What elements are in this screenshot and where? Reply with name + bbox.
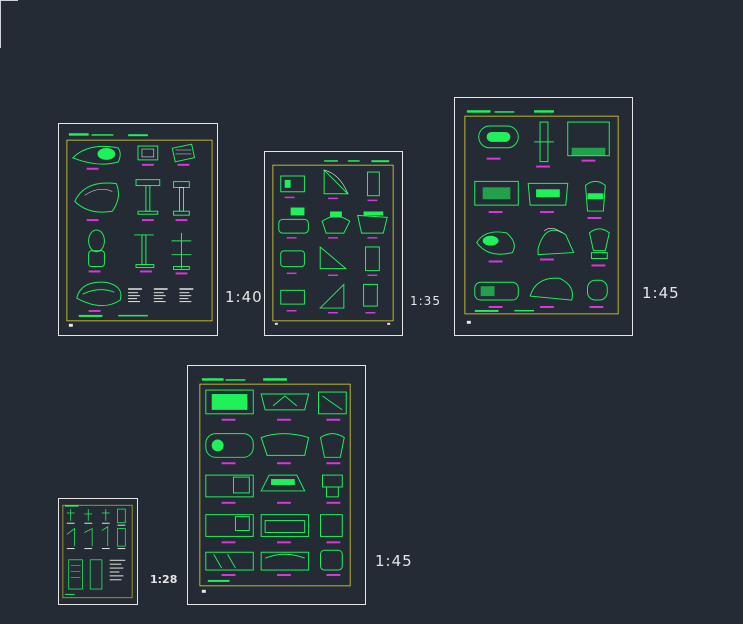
sheet-3-drawing <box>464 110 619 324</box>
sheet-4-drawing <box>62 504 133 599</box>
sheet-1-drawing <box>66 133 213 327</box>
sheet-2-drawing <box>272 160 394 325</box>
scale-label-sheet-1: 1:40 <box>225 288 263 306</box>
ucs-corner-marker <box>0 0 18 48</box>
scale-label-sheet-3: 1:45 <box>642 284 680 302</box>
scale-label-sheet-5: 1:45 <box>375 552 413 570</box>
drawing-sheet-4[interactable] <box>58 498 138 605</box>
scale-label-sheet-4: 1:28 <box>150 573 178 586</box>
drawing-sheet-5[interactable] <box>187 365 366 605</box>
scale-label-sheet-2: 1:35 <box>410 294 441 308</box>
sheet-5-drawing <box>199 378 351 593</box>
drawing-sheet-3[interactable] <box>454 97 633 336</box>
drawing-sheet-2[interactable] <box>264 151 403 336</box>
drawing-sheet-1[interactable] <box>58 123 218 336</box>
